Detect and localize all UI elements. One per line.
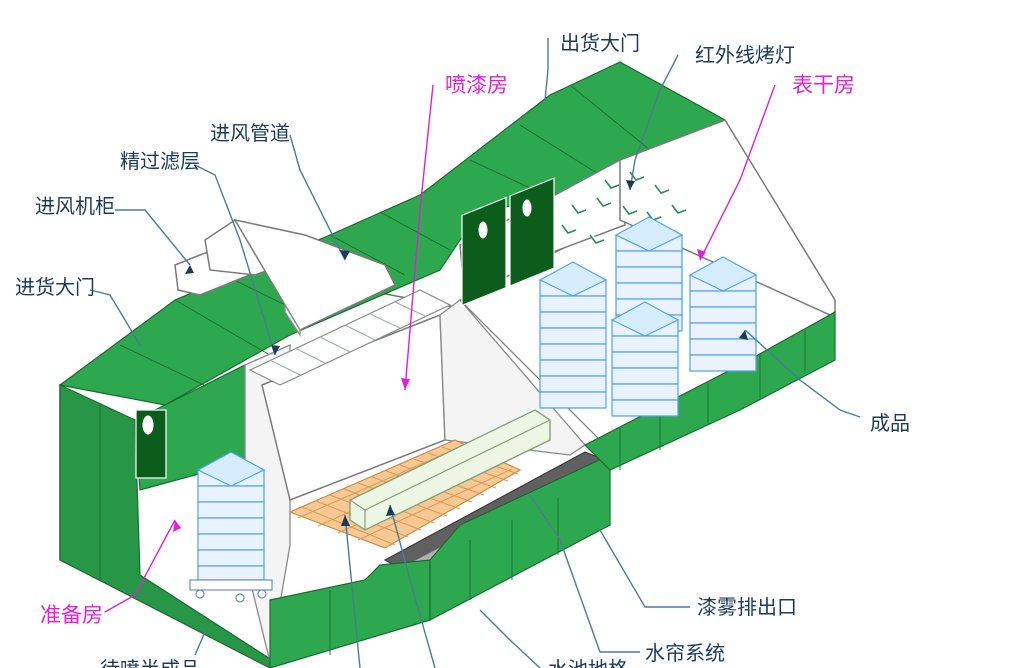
fine-filter-grid: [248, 289, 452, 386]
label-finished-product: 成品: [870, 411, 910, 435]
label-paint-room: 喷漆房: [445, 73, 508, 97]
cart-base: [189, 579, 273, 591]
paint-room-door-right-icon: [509, 177, 555, 287]
unpainted-stack: [196, 451, 266, 581]
label-water-curtain: 水帘系统: [645, 641, 725, 665]
finished-stack-4: [688, 256, 758, 372]
label-fine-filter: 精过滤层: [120, 149, 200, 173]
arrow-pointers: [173, 180, 748, 532]
label-air-duct: 进风管道: [210, 121, 290, 145]
label-outgoing-door: 出货大门: [560, 31, 640, 55]
label-intake-cabinet: 进风机柜: [35, 194, 115, 218]
finished-stack-3: [610, 301, 680, 417]
label-mist-exhaust: 漆雾排出口: [697, 595, 797, 619]
paint-room-front-wall-right: [429, 454, 611, 621]
label-drying-room: 表干房: [792, 73, 855, 97]
label-pool-grate: 水池地格: [548, 657, 628, 668]
label-unpainted-items: 待喷半成品: [100, 657, 200, 668]
front-wall-segments: [329, 498, 559, 655]
paint-room-door-left-icon: [461, 196, 507, 307]
label-prep-room: 准备房: [40, 603, 103, 627]
leader-lines: [89, 38, 861, 668]
label-incoming-door: 进货大门: [15, 275, 95, 299]
finished-stack-1: [538, 261, 608, 409]
paint-bench: [349, 409, 551, 531]
label-infrared-lamp: 红外线烤灯: [695, 43, 795, 67]
paint-room-right-partition: [439, 299, 586, 456]
